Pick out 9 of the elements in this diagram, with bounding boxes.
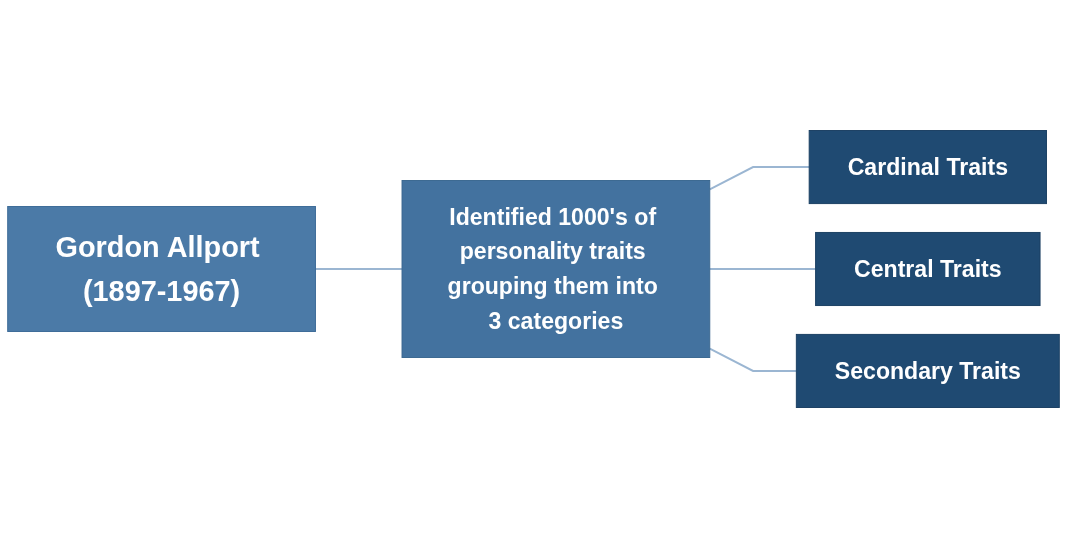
node-box: Secondary Traits (795, 333, 1060, 408)
connector (708, 347, 798, 372)
connector (708, 166, 811, 191)
node-box: Cardinal Traits (808, 130, 1047, 205)
connector (708, 268, 817, 270)
node-box: Central Traits (815, 231, 1041, 307)
node-box: Gordon Allport (1897-1967) (7, 206, 316, 332)
node-box: Identified 1000's of personality traits grouping them into 3 categories (401, 180, 711, 358)
connector (314, 268, 403, 270)
